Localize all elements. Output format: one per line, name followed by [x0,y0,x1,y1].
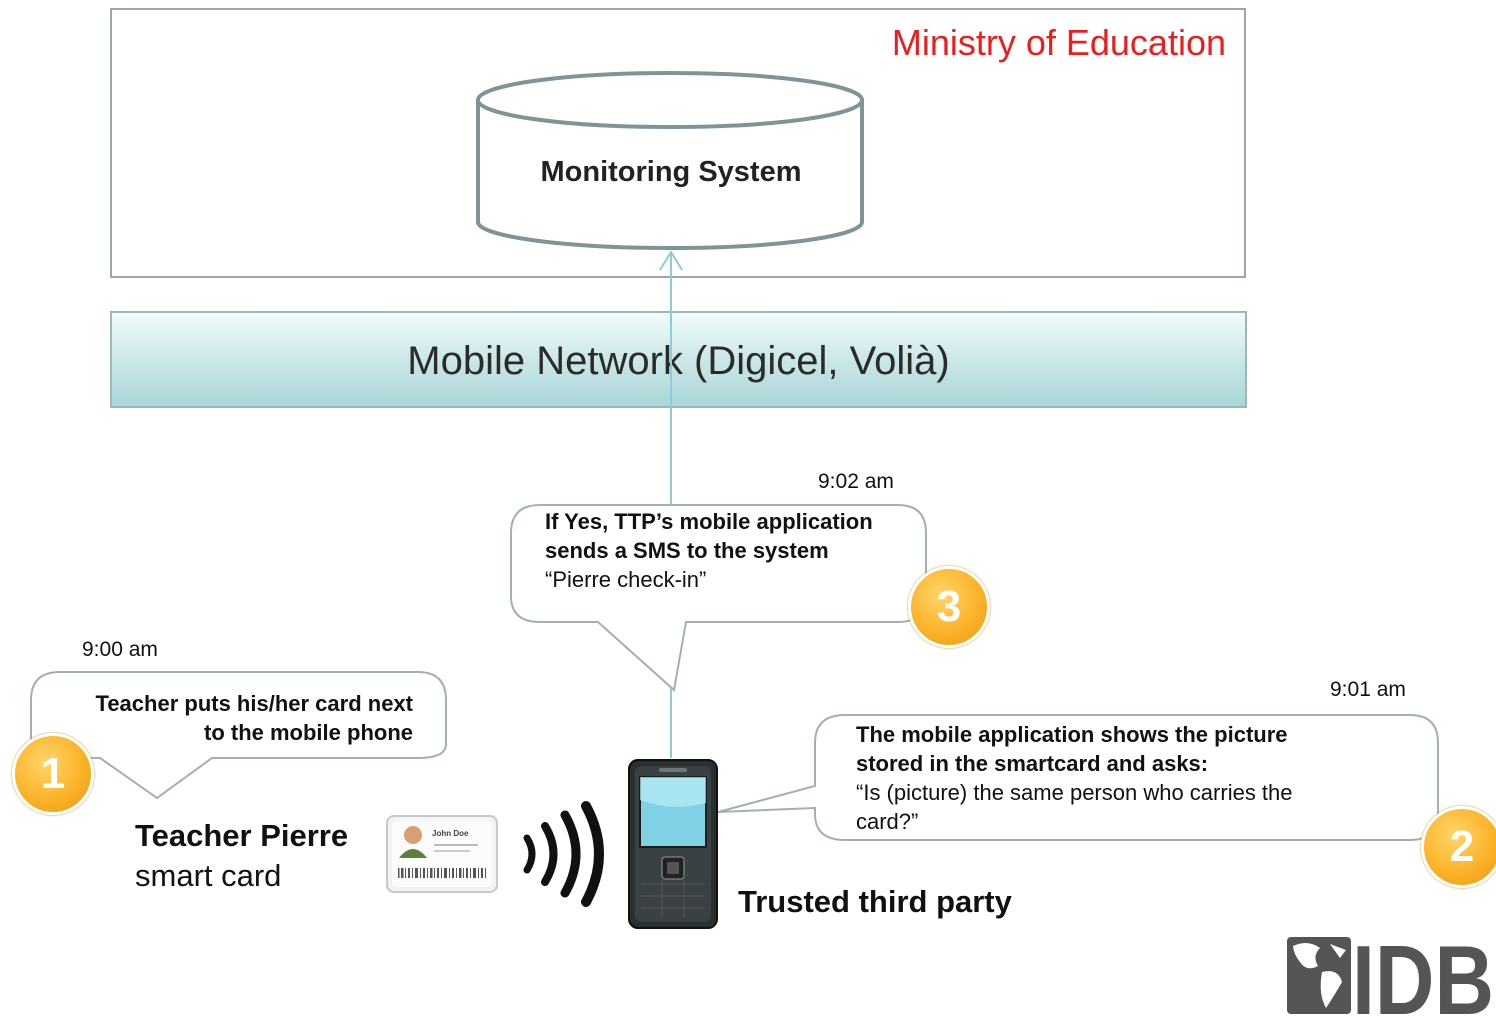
step3-badge: 3 [908,566,990,648]
smart-card-image: John Doe [386,815,498,893]
step2-time: 9:01 am [1330,678,1406,701]
step2-text: The mobile application shows the picture… [856,720,1356,836]
idb-logo: IDB [1287,925,1494,1021]
idb-logo-text: IDB [1352,925,1494,1021]
speech-bubble-2 [717,714,1439,841]
step2-badge: 2 [1421,806,1496,888]
card-barcode-icon [398,868,486,878]
step3-text: If Yes, TTP’s mobile application sends a… [545,507,885,594]
step1-text-line2: to the mobile phone [204,720,413,745]
globe-emblem-icon [1287,937,1351,1014]
card-holder-name: John Doe [432,829,469,838]
monitoring-system-cylinder [476,71,864,250]
step3-text-bold: If Yes, TTP’s mobile application sends a… [545,509,873,563]
teacher-subtitle: smart card [135,858,282,893]
speech-bubble-3 [510,504,927,692]
mobile-network-bar: Mobile Network (Digicel, Volià) [110,311,1247,408]
nfc-signal-icon [523,801,604,907]
mobile-network-label: Mobile Network (Digicel, Volià) [407,339,950,383]
monitoring-system-label: Monitoring System [540,156,802,188]
step3-time: 9:02 am [818,470,894,493]
step1-badge: 1 [12,733,94,815]
speech-bubble-1 [30,671,447,800]
step1-time: 9:00 am [82,638,158,661]
step2-text-bold: The mobile application shows the picture… [856,722,1288,776]
card-avatar-icon [404,826,422,844]
step3-text-normal: “Pierre check-in” [545,567,707,592]
mobile-phone-icon [628,759,718,929]
ministry-container [110,8,1246,278]
step1-text: Teacher puts his/her card next to the mo… [40,689,413,747]
teacher-name: Teacher Pierre [135,818,349,853]
trusted-third-party-label: Trusted third party [738,884,1012,919]
step2-text-normal: “Is (picture) the same person who carrie… [856,780,1293,834]
step1-text-line1: Teacher puts his/her card next [95,691,413,716]
ministry-label: Ministry of Education [891,22,1226,63]
